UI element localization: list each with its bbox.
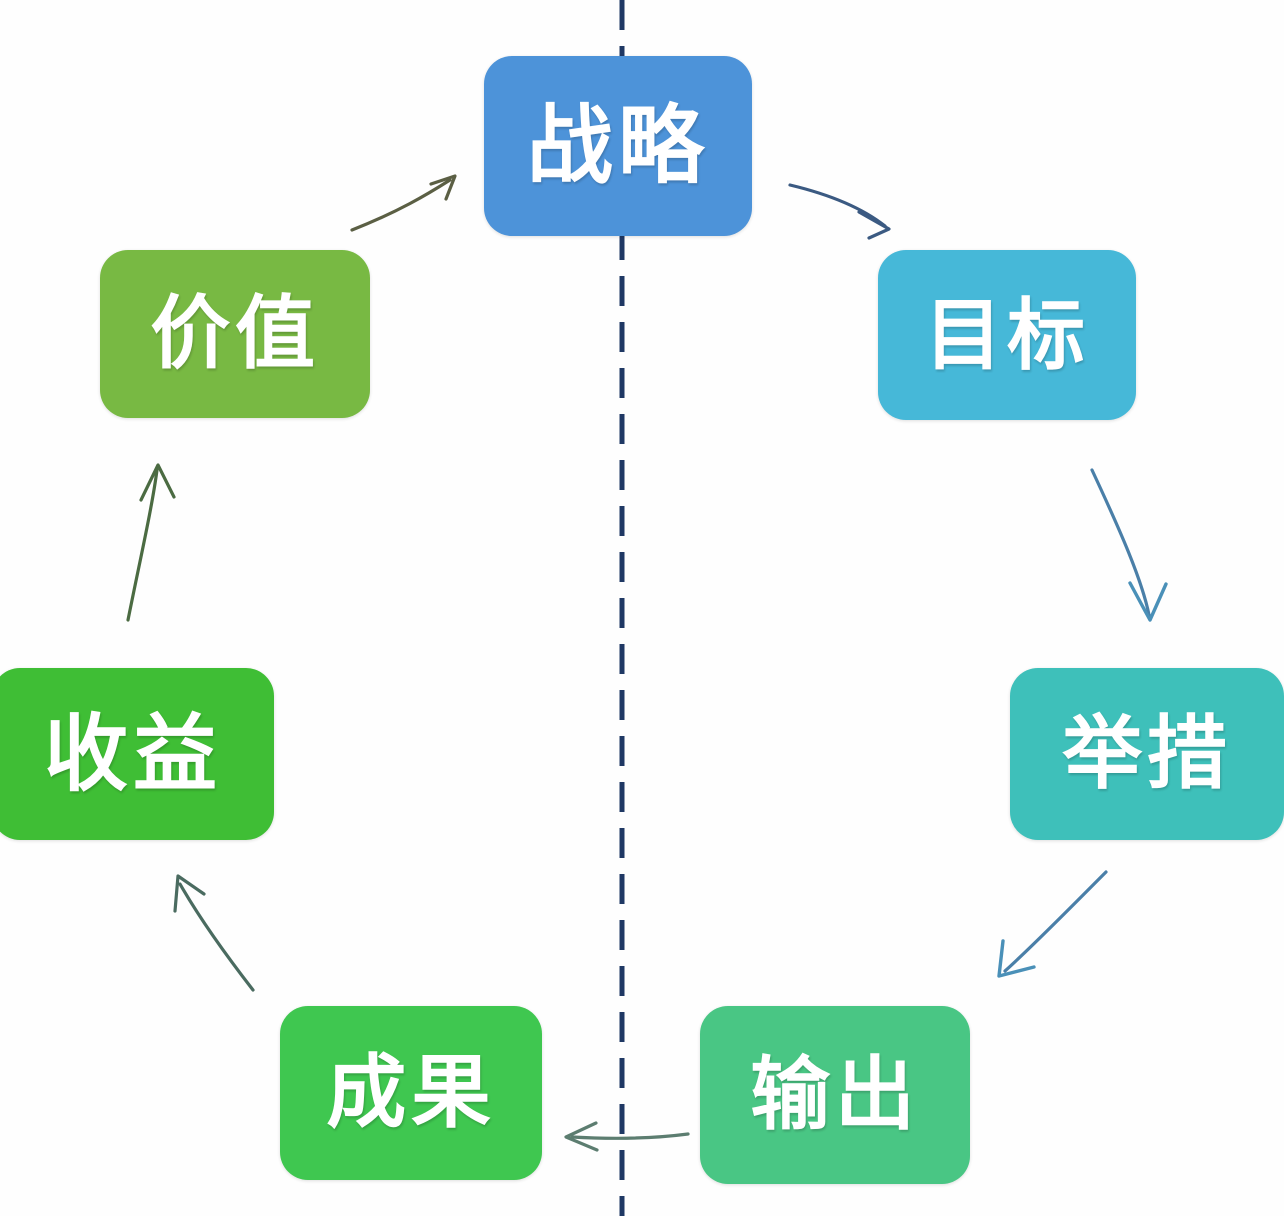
node-benefit[interactable]: 收益 bbox=[0, 668, 274, 840]
node-output[interactable]: 输出 bbox=[700, 1006, 970, 1184]
node-strategy[interactable]: 战略 bbox=[484, 56, 752, 236]
node-strategy-label: 战略 bbox=[526, 98, 710, 194]
node-result[interactable]: 成果 bbox=[280, 1006, 542, 1180]
arrow-output-to-result bbox=[564, 1121, 690, 1152]
node-initiative[interactable]: 举措 bbox=[1010, 668, 1284, 840]
node-value-label: 价值 bbox=[150, 289, 320, 378]
arrow-result-to-benefit bbox=[173, 874, 255, 992]
arrow-value-to-strategy bbox=[350, 174, 457, 232]
arrow-goal-to-initiative bbox=[1090, 468, 1168, 622]
node-benefit-label: 收益 bbox=[43, 707, 223, 801]
arrow-benefit-to-value bbox=[126, 463, 176, 622]
node-initiative-label: 举措 bbox=[1062, 709, 1232, 798]
node-goal-label: 目标 bbox=[924, 291, 1090, 379]
node-output-label: 输出 bbox=[750, 1050, 920, 1139]
arrow-initiative-to-output bbox=[997, 870, 1108, 978]
node-goal[interactable]: 目标 bbox=[878, 250, 1136, 420]
arrow-strategy-to-goal bbox=[788, 183, 891, 240]
node-value[interactable]: 价值 bbox=[100, 250, 370, 418]
node-result-label: 成果 bbox=[326, 1048, 496, 1137]
